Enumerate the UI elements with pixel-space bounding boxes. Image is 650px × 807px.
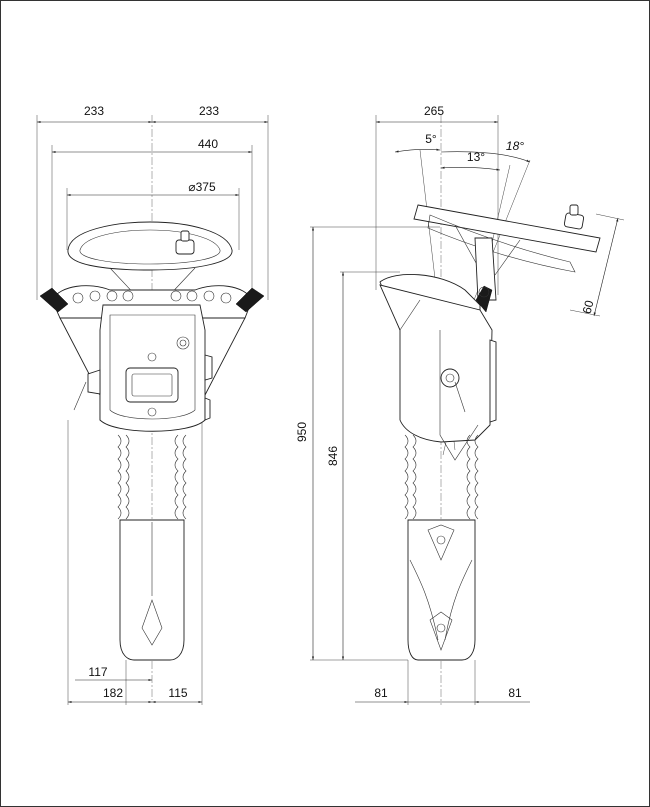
dim-18-deg: 18° [506,139,524,153]
dim-13-deg: 13° [467,150,485,164]
display-window [125,367,179,403]
pedestal-side [407,519,476,661]
ext-line [569,309,601,317]
ignition-switch-icon [176,336,190,350]
dim-arc-5 [394,148,441,153]
steering-wheel-side [413,204,601,301]
dim-81-left: 81 [374,686,388,700]
dim-182: 182 [103,686,123,700]
dim-440: 440 [198,137,218,151]
joystick-right-icon [235,287,265,313]
bellows-side [404,434,479,520]
dim-117: 117 [88,665,107,679]
dim-846: 846 [326,446,340,466]
bellows-front [117,434,187,520]
tilt-lever-hub-icon [440,368,460,388]
dim-arc-18 [440,151,531,163]
side-view: 265 5° 13° 18° 60 950 846 81 81 [295,104,625,705]
joystick-side-icon [475,285,493,313]
joystick-left-icon [39,287,69,313]
dim-265: 265 [424,104,444,118]
dim-81-right: 81 [508,686,522,700]
dim-arc-13 [440,166,501,171]
dim-diameter-375: ⌀375 [188,180,216,194]
dim-233-right: 233 [199,104,219,118]
pedestal-front [119,519,185,661]
dim-5-deg: 5° [425,132,437,146]
dim-950: 950 [295,422,309,442]
dim-line [593,217,619,317]
console-body-side [379,284,497,461]
dim-233-left: 233 [84,104,104,118]
dim-115: 115 [168,686,187,700]
wheel-knob [175,239,195,255]
console-body-front [59,304,246,432]
dim-60: 60 [580,299,597,316]
steering-wheel-front [67,221,233,301]
ext-line [595,213,625,221]
front-view: 233 233 440 ⌀375 117 182 115 [36,104,269,705]
